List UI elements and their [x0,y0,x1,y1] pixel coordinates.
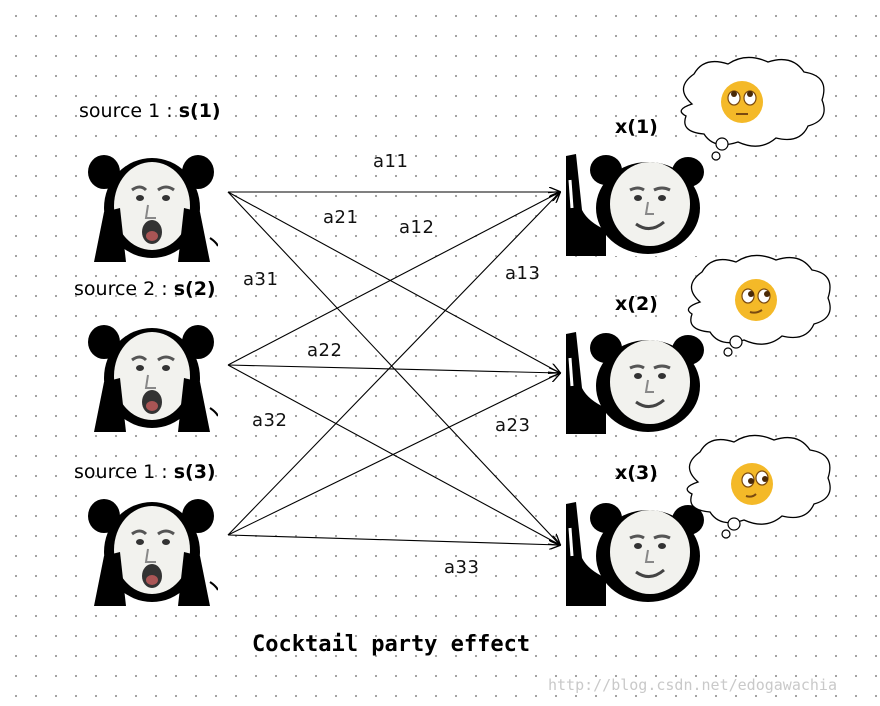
smiling-panda-face-icon [562,150,710,256]
source-prefix: source 2 : [74,278,168,300]
smiling-panda-face-icon [562,498,710,606]
shouting-panda-face-icon [86,320,218,432]
coef-a12: a12 [399,217,435,238]
coef-a32: a32 [252,410,288,431]
coef-a21: a21 [323,207,359,228]
mixture-label-1: x(1) [615,116,658,138]
thought-bubble-icon [687,254,831,357]
source-symbol: s(3) [173,461,216,483]
source-label-2: source 2 : s(2) [74,278,216,300]
edge-s3-x1 [227,192,560,536]
coef-a31: a31 [243,269,279,290]
edge-s3-x2 [227,373,560,536]
edge-s3-x3 [227,534,560,545]
mixture-label-3: x(3) [615,462,658,484]
edge-s2-x2 [227,364,560,373]
thought-bubble-icon [680,56,825,161]
source-label-1: source 1 : s(1) [79,100,221,122]
source-prefix: source 1 : [74,461,168,483]
coef-a23: a23 [495,415,531,436]
source-symbol: s(2) [173,278,216,300]
source-prefix: source 1 : [79,100,173,122]
source-symbol: s(1) [178,100,221,122]
mixture-label-2: x(2) [615,293,658,315]
coef-a33: a33 [444,557,480,578]
rolling-eyes-emoji-icon [721,81,763,123]
coef-a13: a13 [505,263,541,284]
rolling-eyes-emoji-icon [735,279,777,321]
edge-s2-x3 [227,364,560,545]
shouting-panda-face-icon [86,494,218,606]
source-label-3: source 1 : s(3) [74,461,216,483]
watermark: http://blog.csdn.net/edogawachia [548,676,837,694]
edge-s1-x2 [227,191,560,373]
smiling-panda-face-icon [562,328,710,434]
edge-s2-x1 [227,192,560,366]
thought-bubble-icon [686,434,831,539]
coef-a11: a11 [373,151,409,172]
diagram-caption: Cocktail party effect [252,632,531,657]
coef-a22: a22 [307,340,343,361]
rolling-eyes-emoji-icon [731,463,773,505]
shouting-panda-face-icon [86,150,218,262]
